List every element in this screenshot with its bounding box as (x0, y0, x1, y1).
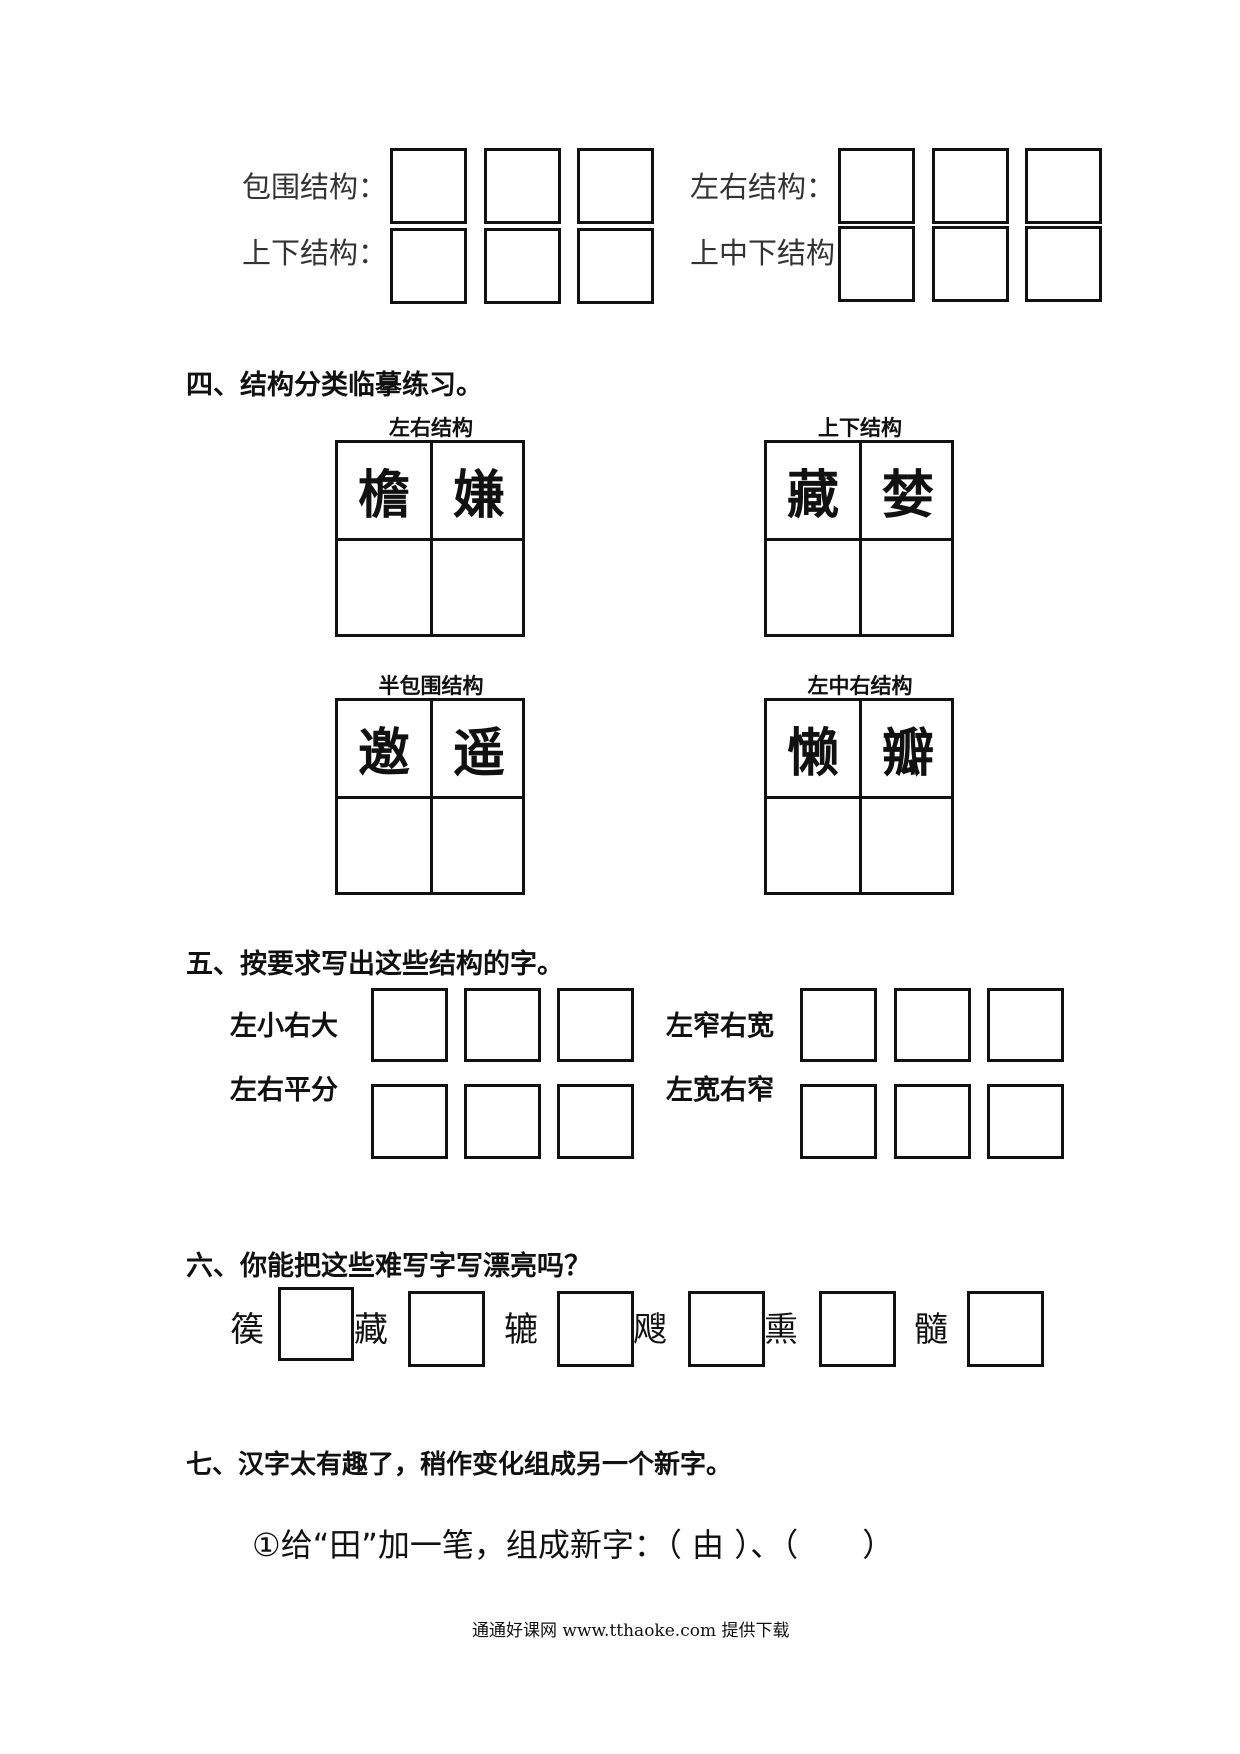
writing-box[interactable] (838, 148, 915, 224)
grid-title: 左中右结构 (807, 674, 913, 698)
writing-box[interactable] (577, 148, 654, 224)
copy-grid-top-bottom: 藏 婪 (764, 440, 954, 637)
writing-box[interactable] (688, 1291, 765, 1367)
hard-char: 辘 (504, 1310, 538, 1350)
writing-box[interactable] (1025, 226, 1102, 302)
writing-box[interactable] (894, 1084, 971, 1159)
writing-box[interactable] (557, 1291, 634, 1367)
grid-divider (338, 538, 522, 541)
writing-box[interactable] (557, 1084, 634, 1159)
writing-box[interactable] (577, 228, 654, 304)
grid-divider (338, 796, 522, 799)
label-top-bottom-structure: 上下结构： (242, 236, 388, 270)
writing-box[interactable] (987, 988, 1064, 1062)
label-left-right-structure: 左右结构： (690, 170, 836, 204)
hard-char: 飕 (633, 1310, 667, 1350)
grid-title: 上下结构 (818, 416, 902, 440)
writing-box[interactable] (838, 226, 915, 302)
copy-grid-left-right: 檐 嫌 (335, 440, 525, 637)
model-char: 懒 (786, 724, 839, 784)
hard-char: 熏 (764, 1310, 798, 1350)
writing-box[interactable] (557, 988, 634, 1062)
model-char: 嫌 (452, 466, 505, 526)
writing-box[interactable] (464, 1084, 541, 1159)
writing-box[interactable] (932, 226, 1009, 302)
label-small-left-large-right: 左小右大 (230, 1011, 338, 1042)
writing-box[interactable] (819, 1291, 896, 1367)
copy-grid-half-surround: 邀 遥 (335, 698, 525, 895)
model-char: 邀 (357, 724, 410, 784)
writing-box[interactable] (987, 1084, 1064, 1159)
label-top-middle-bottom-structure: 上中下结构： (690, 236, 865, 270)
writing-box[interactable] (278, 1287, 354, 1361)
writing-box[interactable] (464, 988, 541, 1062)
section7-heading: 七、汉字太有趣了，稍作变化组成另一个新字。 (186, 1450, 733, 1480)
writing-box[interactable] (408, 1291, 485, 1367)
label-wide-left-narrow-right: 左宽右窄 (666, 1075, 774, 1106)
copy-grid-left-middle-right: 懒 瓣 (764, 698, 954, 895)
footer-credit: 通通好课网 www.tthaoke.com 提供下载 (472, 1621, 790, 1641)
label-narrow-left-wide-right: 左窄右宽 (666, 1011, 774, 1042)
writing-box[interactable] (800, 1084, 877, 1159)
hard-char: 髓 (914, 1310, 948, 1350)
model-char: 婪 (881, 466, 934, 526)
writing-box[interactable] (894, 988, 971, 1062)
writing-box[interactable] (371, 1084, 448, 1159)
writing-box[interactable] (932, 148, 1009, 224)
writing-box[interactable] (484, 228, 561, 304)
grid-divider (767, 796, 951, 799)
exercise-item-1: ①给“田”加一笔，组成新字：（ 由 ）、（ ） (252, 1526, 895, 1564)
writing-box[interactable] (800, 988, 877, 1062)
grid-title: 左右结构 (389, 416, 473, 440)
hard-char: 藏 (354, 1310, 388, 1350)
writing-box[interactable] (1025, 148, 1102, 224)
writing-box[interactable] (484, 148, 561, 224)
model-char: 遥 (452, 724, 505, 784)
model-char: 檐 (357, 466, 410, 526)
writing-box[interactable] (390, 228, 467, 304)
label-equal-left-right: 左右平分 (230, 1075, 338, 1106)
model-char: 藏 (786, 466, 839, 526)
hard-char: 篌 (230, 1310, 264, 1350)
grid-title: 半包围结构 (378, 674, 484, 698)
section6-heading: 六、你能把这些难写字写漂亮吗？ (186, 1251, 591, 1282)
label-surround-structure: 包围结构： (242, 170, 388, 204)
grid-divider (767, 538, 951, 541)
model-char: 瓣 (881, 724, 934, 784)
writing-box[interactable] (390, 148, 467, 224)
writing-box[interactable] (371, 988, 448, 1062)
section5-heading: 五、按要求写出这些结构的字。 (186, 949, 564, 980)
section4-heading: 四、结构分类临摹练习。 (186, 370, 483, 401)
writing-box[interactable] (967, 1291, 1044, 1367)
